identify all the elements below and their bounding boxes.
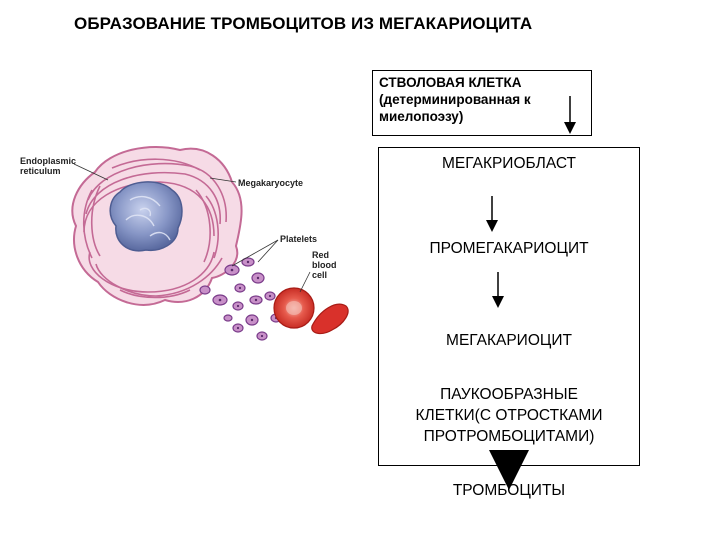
label-rbc: Red blood cell [312,250,337,280]
stem-cell-line-3: миелопоэзу) [379,109,464,124]
stage-spider-cells-line-1: ПАУКООБРАЗНЫЕ [440,386,578,403]
stage-megakaryocyte: МЕГАКАРИОЦИТ [446,332,572,349]
red-blood-cells [273,287,349,335]
label-megakaryocyte: Megakaryocyte [238,178,304,188]
stage-spider-cells-line-2: КЛЕТКИ(С ОТРОСТКАМИ [415,407,603,424]
stem-cell-line-1: СТВОЛОВАЯ КЛЕТКА [379,75,522,90]
page-title: ОБРАЗОВАНИЕ ТРОМБОЦИТОВ ИЗ МЕГАКАРИОЦИТА [74,14,533,33]
label-platelets: Platelets [280,234,318,244]
nucleus [109,181,183,252]
stem-cell-box: СТВОЛОВАЯ КЛЕТКА (детерминированная к ми… [372,70,592,136]
er-strands [82,158,227,299]
stage-spider-cells: ПАУКООБРАЗНЫЕ КЛЕТКИ(С ОТРОСТКАМИ ПРОТРО… [378,384,640,447]
label-rbc-line-1: Red [312,250,330,260]
stage-platelets: ТРОМБОЦИТЫ [452,482,566,499]
stem-cell-line-2: (детерминированная к [379,92,531,107]
megakaryocyte-illustration [71,146,349,341]
stage-megakaryoblast: МЕГАКРИОБЛАСТ [442,155,576,172]
label-rbc-line-3: cell [312,270,328,280]
label-er: Endoplasmic reticulum [20,156,76,176]
stage-promegakaryocyte: ПРОМЕГАКАРИОЦИТ [429,240,589,257]
label-rbc-line-2: blood [312,260,337,270]
label-er-line-2: reticulum [20,166,61,176]
label-er-line-1: Endoplasmic [20,156,77,166]
stage-spider-cells-line-3: ПРОТРОМБОЦИТАМИ) [423,428,595,445]
